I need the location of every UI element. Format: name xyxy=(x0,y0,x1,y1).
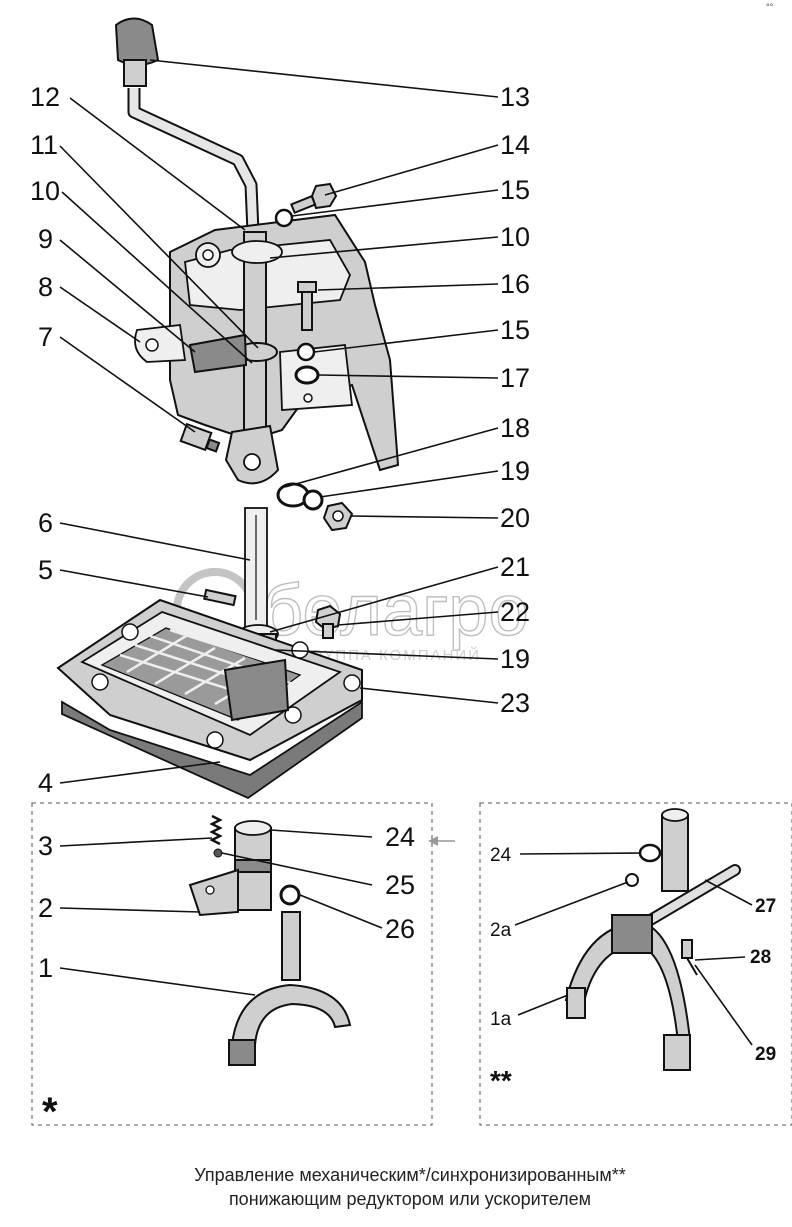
figure-caption: Управление механическим*/синхронизирован… xyxy=(60,1163,760,1211)
inset-arrow xyxy=(428,836,455,846)
label-6: 6 xyxy=(38,508,53,538)
inset-label-1a: 1a xyxy=(490,1009,512,1030)
bolt-16 xyxy=(297,281,317,331)
shift-knob xyxy=(114,17,160,87)
ball-25 xyxy=(213,848,223,858)
washer-15-mid xyxy=(296,342,316,362)
label-25: 25 xyxy=(385,870,415,900)
caption-line-1: Управление механическим*/синхронизирован… xyxy=(194,1165,626,1185)
fork-bracket-2 xyxy=(188,868,239,917)
label-15-mid: 15 xyxy=(500,315,530,345)
spring-3 xyxy=(209,814,223,846)
label-23: 23 xyxy=(500,688,530,718)
label-8: 8 xyxy=(38,272,53,302)
label-10-left: 10 xyxy=(30,176,60,206)
washer-15-top xyxy=(274,208,294,228)
label-2: 2 xyxy=(38,893,53,923)
watermark: белагро ГРУППА КОМПАНИЙ xyxy=(173,568,529,664)
pin-5 xyxy=(203,588,237,607)
label-11: 11 xyxy=(30,130,58,160)
inset-label-29: 29 xyxy=(755,1044,776,1065)
ring-24-sync xyxy=(638,843,662,863)
watermark-brand: белагро xyxy=(262,571,528,651)
pin-7 xyxy=(179,422,221,453)
label-19-top: 19 xyxy=(500,456,530,486)
label-9: 9 xyxy=(38,224,53,254)
label-18: 18 xyxy=(500,413,530,443)
lever-shaft xyxy=(188,231,283,445)
inset-label-24: 24 xyxy=(490,845,512,866)
leader-lines xyxy=(59,59,753,1046)
lever-housing xyxy=(134,213,400,472)
rod-6 xyxy=(244,507,268,629)
ring-2a xyxy=(625,873,639,887)
corner-mark: °° xyxy=(766,2,774,12)
clip-26 xyxy=(279,884,301,906)
washer-17 xyxy=(294,365,320,385)
gasket-4 xyxy=(61,700,363,800)
label-7: 7 xyxy=(38,322,53,352)
inset-box-synchronized xyxy=(479,802,792,1126)
shift-fork-1a xyxy=(564,914,692,1071)
inset-box-mechanical xyxy=(31,802,433,1126)
shift-lever xyxy=(127,88,260,233)
label-24: 24 xyxy=(385,822,415,852)
marker-double-star: ** xyxy=(490,1065,512,1096)
callout-labels: 12 13 11 14 10 15 9 10 8 16 7 15 17 18 1… xyxy=(30,82,776,1134)
label-16: 16 xyxy=(500,269,530,299)
bushing-24 xyxy=(234,820,272,911)
label-26: 26 xyxy=(385,914,415,944)
label-15-top: 15 xyxy=(500,175,530,205)
label-21: 21 xyxy=(500,552,530,582)
label-10-right: 10 xyxy=(500,222,530,252)
lever-fork-end xyxy=(224,424,280,485)
spring-washer-19 xyxy=(302,489,324,511)
inset-label-2a: 2a xyxy=(490,920,512,941)
label-20: 20 xyxy=(500,503,530,533)
cover-plate-23 xyxy=(56,598,363,762)
inset-label-28: 28 xyxy=(750,947,771,968)
bushing-sync xyxy=(661,808,689,892)
label-4: 4 xyxy=(38,768,53,798)
label-12: 12 xyxy=(30,82,60,112)
caption-line-2: понижающим редуктором или ускорителем xyxy=(228,1189,592,1209)
label-17: 17 xyxy=(500,363,530,393)
label-5: 5 xyxy=(38,555,53,585)
marker-single-star: * xyxy=(42,1090,58,1134)
pin-28 xyxy=(681,939,698,976)
nut-20 xyxy=(322,501,354,532)
bolt-14 xyxy=(290,182,338,215)
inset-label-27: 27 xyxy=(755,896,776,917)
label-19-bottom: 19 xyxy=(500,644,530,674)
label-14: 14 xyxy=(500,130,530,160)
label-22: 22 xyxy=(500,597,530,627)
label-1: 1 xyxy=(38,953,53,983)
shift-fork-1 xyxy=(228,911,352,1066)
bolt-22 xyxy=(314,604,342,639)
label-3: 3 xyxy=(38,831,53,861)
label-13: 13 xyxy=(500,82,530,112)
